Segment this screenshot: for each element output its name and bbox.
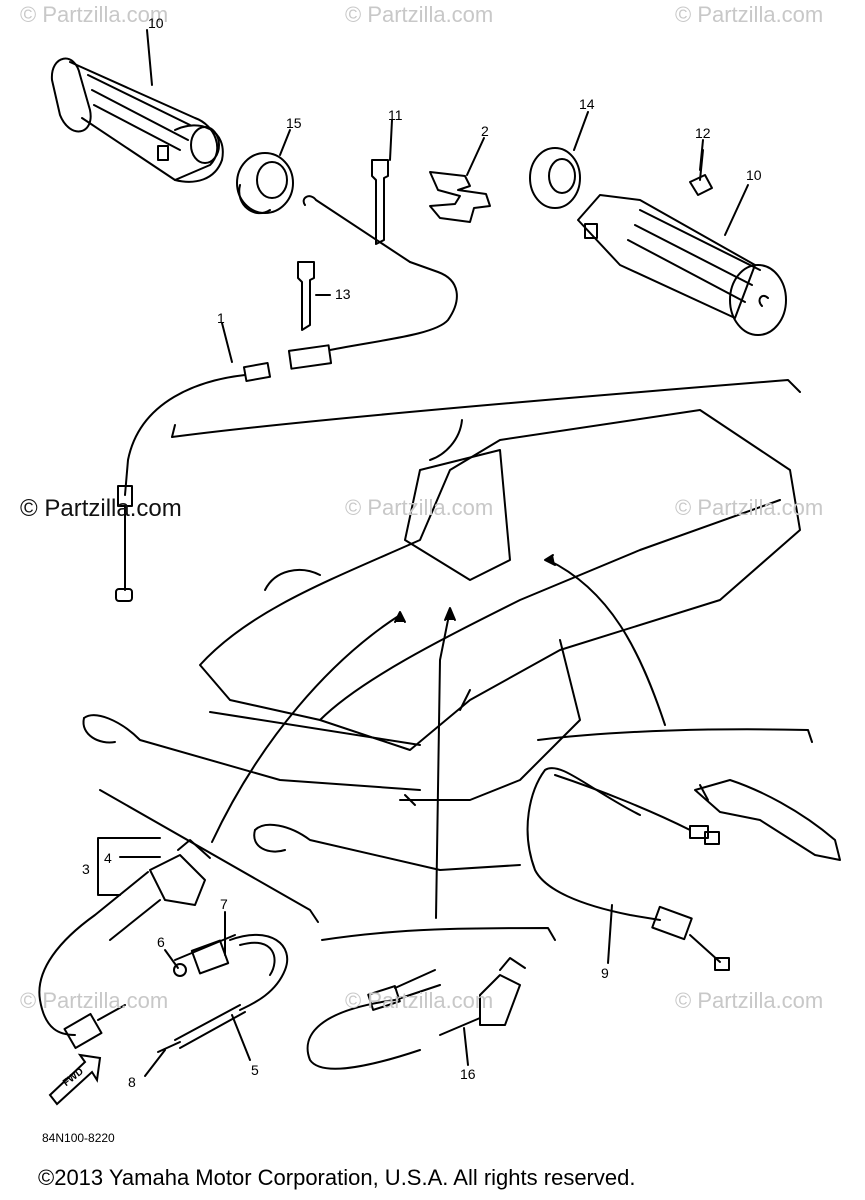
- watermark: © Partzilla.com: [20, 988, 169, 1013]
- left-grip: [50, 57, 224, 183]
- right-lower-bracket: [537, 728, 813, 743]
- center-lower-bracket: [321, 927, 556, 941]
- callout-4: 4: [104, 850, 112, 866]
- kill-switch-16: [306, 957, 526, 1070]
- watermark: © Partzilla.com: [20, 2, 169, 27]
- copyright-notice: ©2013 Yamaha Motor Corporation, U.S.A. A…: [38, 1165, 636, 1190]
- brake-cable-9: [526, 767, 841, 971]
- callout-12: 12: [695, 125, 711, 141]
- throttle-cable: [115, 195, 458, 602]
- callout-3: 3: [82, 861, 90, 877]
- watermark: © Partzilla.com: [675, 988, 824, 1013]
- callout-6: 6: [157, 934, 165, 950]
- left-lower-bracket: [99, 789, 319, 923]
- diagram-code: 84N100-8220: [42, 1131, 115, 1145]
- callout-2: 2: [481, 123, 489, 139]
- arrow-left: [211, 614, 401, 843]
- callout-7: 7: [220, 896, 228, 912]
- callout-15: 15: [286, 115, 302, 131]
- callout-1: 1: [217, 310, 225, 326]
- watermark: © Partzilla.com: [345, 495, 494, 520]
- watermark: © Partzilla.com: [675, 495, 824, 520]
- callout-8: 8: [128, 1074, 136, 1090]
- callout-16: 16: [460, 1066, 476, 1082]
- callout-5: 5: [251, 1062, 259, 1078]
- top-bracket: [171, 379, 801, 438]
- tube-5: [157, 1004, 246, 1053]
- choke-switch: [38, 839, 211, 1050]
- choke-cable-7: [173, 933, 289, 1011]
- callout-10-left: 10: [148, 15, 164, 31]
- clip-13: [297, 261, 315, 331]
- clip-11: [371, 159, 389, 245]
- arrow-center: [435, 609, 451, 919]
- spring-clip-2: [429, 171, 491, 223]
- arrow-right: [547, 559, 666, 726]
- watermark: © Partzilla.com: [345, 2, 494, 27]
- arrow-top: [429, 419, 463, 461]
- snowmobile-body: [82, 409, 801, 871]
- watermark: © Partzilla.com: [675, 2, 824, 27]
- ring-14: [529, 147, 581, 209]
- right-grip: [577, 194, 787, 336]
- ring-15: [236, 152, 294, 215]
- callout-10-right: 10: [746, 167, 762, 183]
- callout-13: 13: [335, 286, 351, 302]
- callout-9: 9: [601, 965, 609, 981]
- callout-11: 11: [388, 107, 403, 123]
- watermark: © Partzilla.com: [20, 495, 182, 522]
- callout-14: 14: [579, 96, 595, 112]
- fwd-arrow-icon: [48, 1053, 102, 1106]
- watermark: © Partzilla.com: [345, 988, 494, 1013]
